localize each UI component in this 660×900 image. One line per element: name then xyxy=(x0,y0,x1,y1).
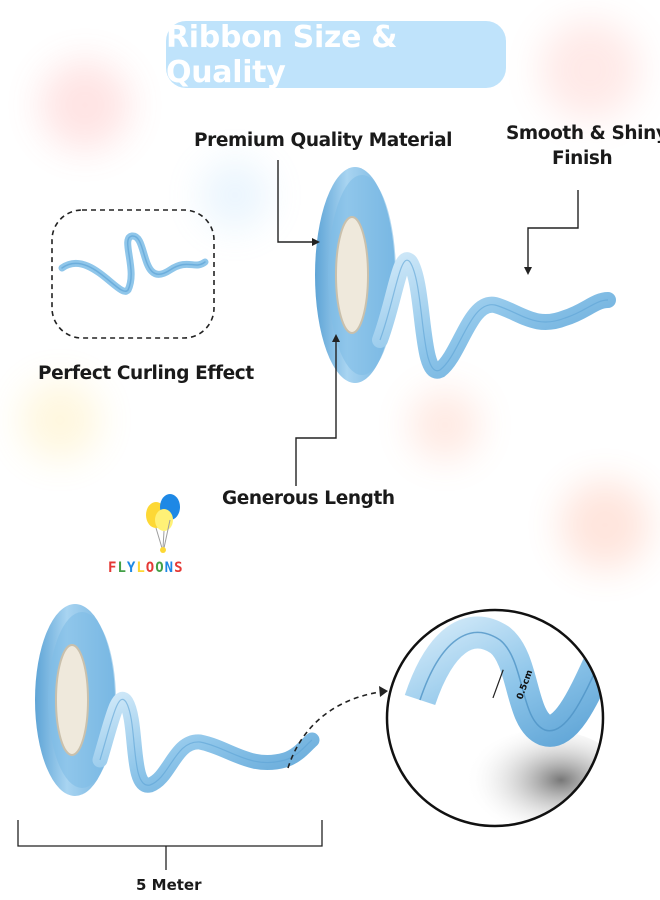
brand-letter: L xyxy=(136,560,146,576)
curling-effect-label: Perfect Curling Effect xyxy=(38,363,254,384)
background-blob xyxy=(560,480,650,570)
curled-ribbon-sample xyxy=(58,232,209,295)
background-blob xyxy=(540,20,640,120)
callout-lines-top xyxy=(277,160,579,486)
length-bracket xyxy=(17,820,323,870)
smooth-finish-line1: Smooth & Shiny xyxy=(506,123,660,144)
brand-letter: O xyxy=(145,560,156,576)
generous-length-label: Generous Length xyxy=(222,488,395,509)
brand-wordmark: FLYLOONS xyxy=(108,560,184,576)
smooth-finish-label: Smooth & Shiny Finish xyxy=(506,122,660,172)
title-banner: Ribbon Size & Quality xyxy=(166,19,506,90)
brand-letter: Y xyxy=(126,560,137,576)
background-blob xyxy=(40,60,130,150)
ribbon-tail xyxy=(372,252,616,379)
brand-letter: L xyxy=(117,560,127,576)
background-blob xyxy=(20,380,100,460)
curling-effect-frame xyxy=(51,209,215,339)
zoom-arrow xyxy=(287,686,388,769)
ribbon-spool-bottom xyxy=(35,604,320,796)
brand-letter: N xyxy=(164,560,175,576)
premium-quality-label: Premium Quality Material xyxy=(194,130,453,151)
page-title: Ribbon Size & Quality xyxy=(166,19,398,90)
brand-letter: S xyxy=(174,560,184,576)
smooth-finish-line2: Finish xyxy=(552,147,613,169)
background-blob xyxy=(410,390,480,460)
background-blob xyxy=(200,160,270,230)
meter-label: 5 Meter xyxy=(136,876,202,894)
brand-logo-balloons xyxy=(146,494,180,553)
ribbon-spool-top xyxy=(315,167,616,383)
brand-letter: F xyxy=(108,560,118,576)
zoom-detail-circle: 0.5cm xyxy=(385,608,605,828)
brand-letter: O xyxy=(155,560,165,576)
